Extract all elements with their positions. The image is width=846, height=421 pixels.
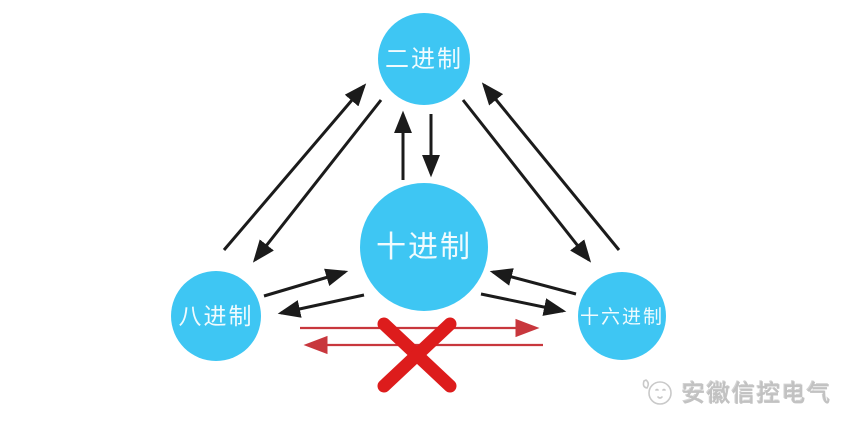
node-binary-circle: [378, 13, 470, 105]
node-octal: 八进制: [171, 271, 261, 361]
watermark: 安徽信控电气: [636, 366, 846, 416]
node-hexadecimal: 十六进制: [578, 272, 666, 360]
node-octal-label: 八进制: [179, 304, 254, 329]
node-octal-circle: [171, 271, 261, 361]
blocked-path-group: [300, 317, 543, 393]
node-binary: 二进制: [378, 13, 470, 105]
watermark-mascot-icon: [642, 379, 672, 405]
arrow-decimal-to-octal: [277, 293, 365, 318]
nodes-group: 二进制 十进制 八进制 十六进制: [171, 13, 666, 361]
watermark-text: 安徽信控电气: [682, 380, 832, 406]
red-x-icon: [377, 317, 457, 393]
arrow-decimal-to-hex: [480, 292, 567, 316]
arrow-binary-to-hex: [461, 99, 592, 263]
node-hexadecimal-label: 十六进制: [580, 306, 664, 328]
arrow-binary-to-octal: [252, 99, 383, 263]
arrow-hex-to-decimal: [489, 268, 577, 296]
arrow-octal-to-decimal: [263, 268, 349, 298]
node-decimal-label: 十进制: [376, 231, 472, 264]
black-arrows-group: [222, 82, 621, 318]
arrow-octal-to-binary: [222, 83, 367, 251]
arrow-hex-to-binary: [481, 82, 621, 251]
node-decimal-circle: [360, 183, 488, 311]
node-hexadecimal-circle: [578, 272, 666, 360]
node-binary-label: 二进制: [385, 46, 463, 73]
node-decimal: 十进制: [360, 183, 488, 311]
